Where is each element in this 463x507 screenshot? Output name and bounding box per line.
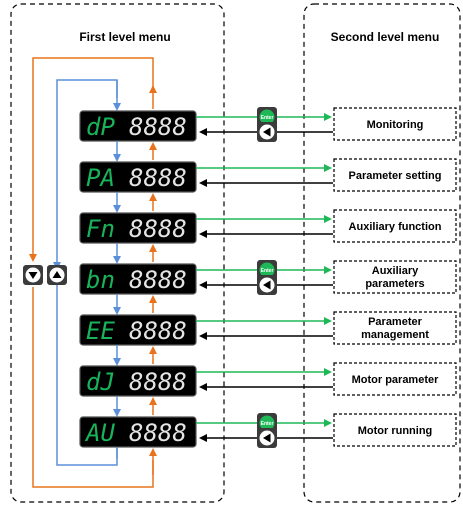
led-digits-off: 8888 (129, 215, 187, 243)
led-digits-off: 8888 (129, 368, 187, 396)
back-button-icon[interactable] (257, 428, 277, 448)
led-display (79, 212, 197, 244)
second-level-item[interactable]: Motor running (333, 413, 457, 447)
second-level-label: Monitoring (367, 119, 424, 131)
led-digits-off: 8888 (129, 317, 187, 345)
led-display (79, 314, 197, 346)
orange-loop-line (29, 57, 154, 262)
second-level-box (333, 260, 457, 294)
second-level-label: Motor parameter (352, 374, 440, 386)
back-button-icon[interactable] (257, 122, 277, 142)
led-display (79, 263, 197, 295)
second-level-item[interactable]: Monitoring (333, 107, 457, 141)
second-level-label: Auxiliary (372, 265, 419, 277)
led-code: PA (86, 164, 115, 192)
second-level-box (333, 362, 457, 396)
led-display (79, 110, 197, 142)
second-level-item[interactable]: Motor parameter (333, 362, 457, 396)
second-level-box (333, 311, 457, 345)
second-level-label: Parameter (368, 316, 423, 328)
second-level-box (333, 107, 457, 141)
led-code: dP (86, 113, 115, 141)
second-level-label: Auxiliary function (349, 221, 442, 233)
second-level-title: Second level menu (331, 30, 440, 44)
enter-label: Enter (261, 421, 274, 427)
enter-label: Enter (261, 268, 274, 274)
led-display (79, 365, 197, 397)
led-digits-off: 8888 (129, 164, 187, 192)
back-button-icon[interactable] (257, 275, 277, 295)
second-level-frame (303, 3, 461, 503)
enter-label: Enter (261, 115, 274, 121)
down-button-icon[interactable] (23, 265, 43, 285)
led-code: Fn (86, 215, 115, 243)
led-digits-off: 8888 (129, 419, 187, 447)
menu-row-pa: PA 8888 Parameter setting (79, 158, 457, 213)
led-code: bn (86, 266, 115, 294)
second-level-box (333, 413, 457, 447)
second-level-label: Parameter setting (349, 170, 442, 182)
led-digits-off: 8888 (129, 113, 187, 141)
led-digits-off: 8888 (129, 266, 187, 294)
led-code: AU (84, 419, 115, 447)
menu-row-dj: dJ 8888 Motor parameter (79, 362, 457, 417)
first-level-title: First level menu (79, 30, 170, 44)
second-level-item[interactable]: Auxiliary function (333, 209, 457, 243)
second-level-label: parameters (365, 278, 424, 290)
led-display (79, 416, 197, 448)
second-level-box (333, 158, 457, 192)
second-level-item[interactable]: Parameter setting (333, 158, 457, 192)
led-display (79, 161, 197, 193)
led-code: dJ (86, 368, 115, 396)
second-level-label: Motor running (358, 425, 433, 437)
led-code: EE (86, 317, 115, 345)
second-level-label: management (361, 329, 429, 341)
second-level-box (333, 209, 457, 243)
menu-row-fn: Fn 8888 Auxiliary function (79, 209, 457, 264)
up-button-icon[interactable] (47, 265, 67, 285)
